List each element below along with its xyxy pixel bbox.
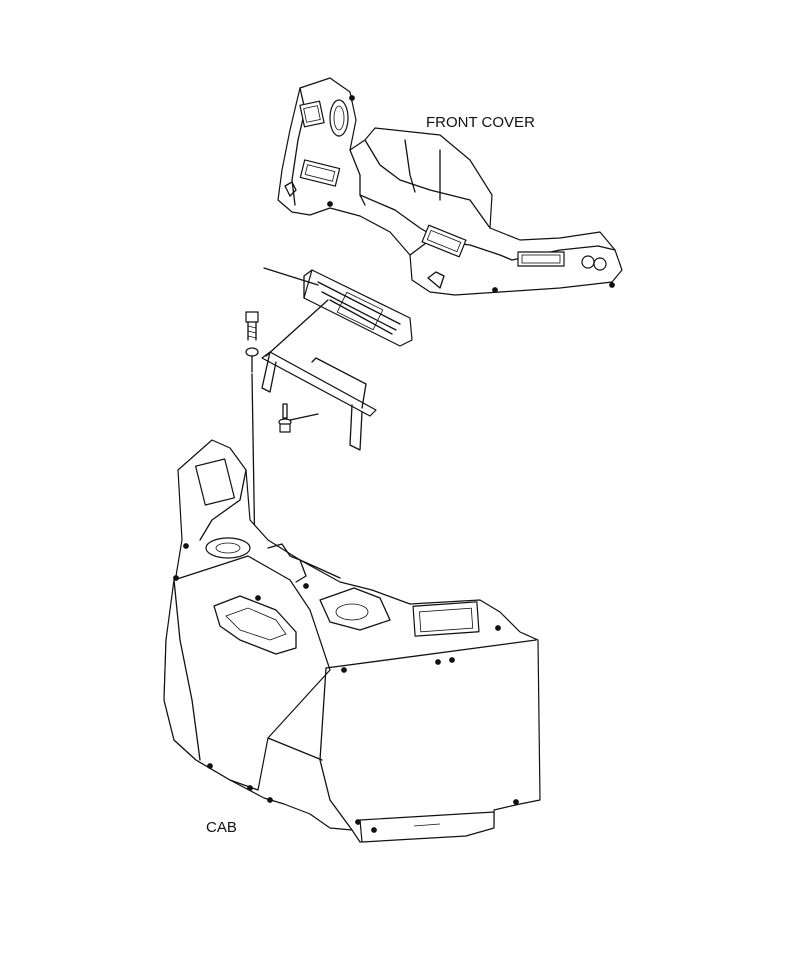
front-cover-label: FRONT COVER xyxy=(426,114,535,131)
mounting-bracket-part xyxy=(261,299,377,451)
fastener-parts xyxy=(245,311,319,561)
monitor-module-part xyxy=(263,267,413,347)
front-cover-part xyxy=(277,77,623,296)
cab-label: CAB xyxy=(206,819,237,836)
cab-console-part xyxy=(163,439,541,843)
